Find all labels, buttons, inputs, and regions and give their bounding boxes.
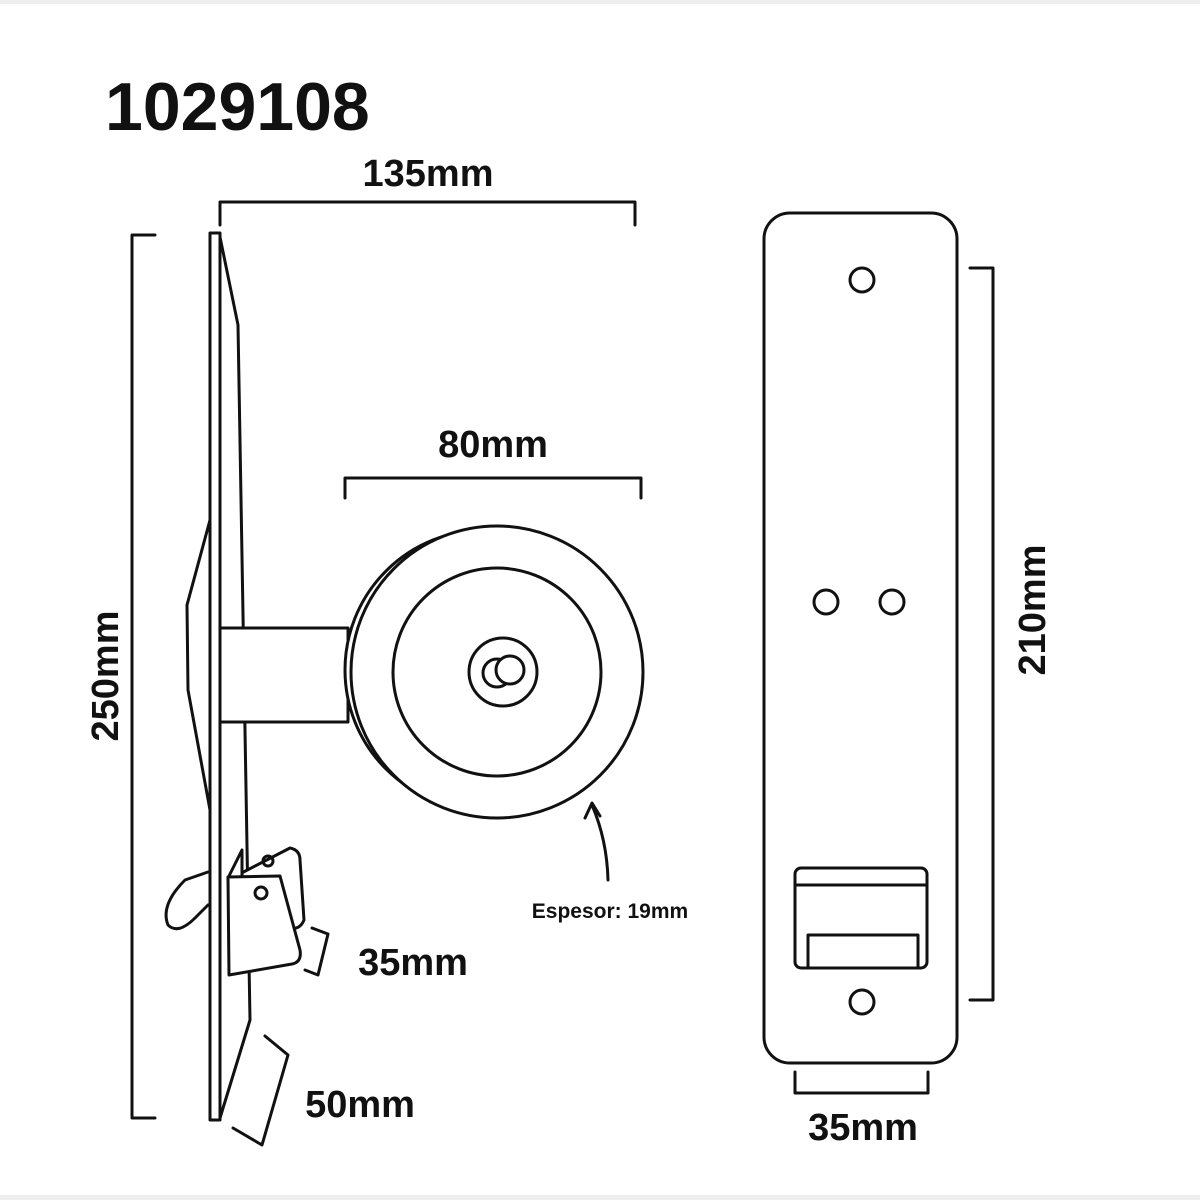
dim-80-label: 80mm bbox=[438, 424, 548, 466]
dim-210-bracket bbox=[968, 266, 995, 1002]
axle bbox=[494, 654, 526, 686]
dim-250-label: 250mm bbox=[85, 611, 127, 742]
screw-hole-mid-left bbox=[812, 588, 840, 616]
latch-pin-hole bbox=[253, 885, 269, 901]
screw-hole-top bbox=[848, 266, 876, 294]
spring-clip bbox=[164, 870, 210, 931]
dim-135-bracket bbox=[218, 200, 637, 227]
mounting-plate-front bbox=[762, 211, 959, 1065]
dim-35-clip-bracket bbox=[303, 926, 330, 977]
dim-35-width-bracket bbox=[793, 1070, 930, 1095]
top-border bbox=[0, 0, 1200, 4]
latch-front bbox=[226, 874, 302, 977]
dim-80-bracket bbox=[343, 476, 643, 500]
dim-210-label: 210mm bbox=[1012, 545, 1054, 676]
screw-hole-bottom bbox=[848, 988, 876, 1016]
hub bbox=[467, 636, 539, 708]
thickness-label: Espesor: 19mm bbox=[532, 900, 688, 923]
screw-hole-mid-right bbox=[878, 588, 906, 616]
latch-pin bbox=[261, 854, 275, 868]
thickness-arrow bbox=[583, 801, 610, 882]
arm bbox=[218, 626, 350, 724]
slot-window bbox=[806, 933, 920, 970]
front-view bbox=[762, 211, 959, 1065]
dim-35-clip-label: 35mm bbox=[358, 942, 468, 984]
wheel-inner-ring bbox=[391, 566, 603, 778]
dim-50-label: 50mm bbox=[305, 1084, 415, 1126]
bottom-border bbox=[0, 1195, 1200, 1200]
side-view bbox=[164, 231, 645, 1122]
dim-135-label: 135mm bbox=[363, 153, 494, 195]
dim-35-width-label: 35mm bbox=[808, 1107, 918, 1149]
product-code: 1029108 bbox=[105, 69, 370, 145]
dim-250-bracket bbox=[130, 233, 157, 1120]
left-bulge bbox=[185, 518, 212, 812]
dim-50-bracket bbox=[231, 1034, 290, 1147]
